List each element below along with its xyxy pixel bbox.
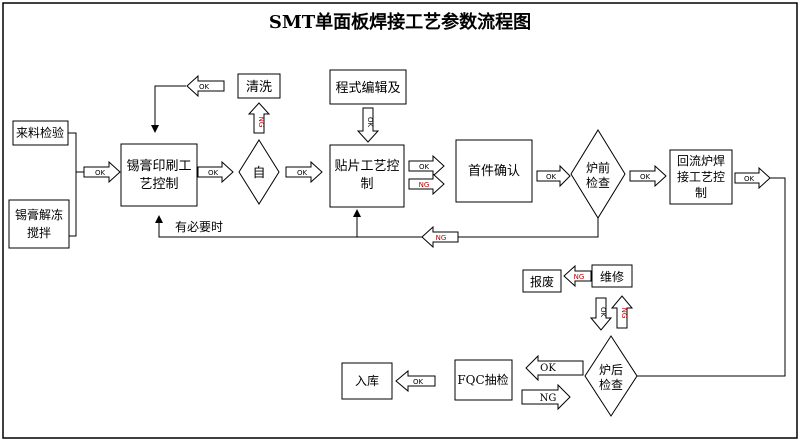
node-scrap — [522, 269, 562, 293]
node-reflow — [669, 149, 733, 205]
arrow-ok-to-print — [83, 160, 121, 184]
label-ok-placement: OK — [297, 169, 308, 177]
node-incoming-inspection — [12, 120, 69, 146]
node-placement-label-1: 贴片工艺控 — [334, 159, 399, 174]
arrow-ok-to-reflow — [629, 164, 667, 188]
node-cleaning — [237, 73, 281, 99]
label-ok-first-article: OK — [419, 163, 430, 171]
arrow-ok-from-program — [356, 107, 380, 143]
diamond-self-check — [238, 139, 280, 205]
arrow-ng-from-placement — [408, 172, 445, 196]
node-storage-label: 入库 — [355, 373, 379, 388]
arrow-ng-to-cleaning — [247, 102, 271, 134]
node-paste-print-label-2: 艺控制 — [139, 177, 178, 192]
node-first-article — [455, 139, 533, 203]
node-storage — [341, 362, 393, 400]
label-ok-program: OK — [366, 117, 374, 128]
label-ng-to-repair: NG — [620, 308, 628, 319]
label-ok-fqc: OK — [540, 363, 556, 374]
arrow-ng-from-fqc — [521, 383, 571, 411]
label-ok-storage: OK — [413, 378, 424, 386]
node-reflow-label-3: 制 — [695, 186, 707, 200]
label-ng-cleaning: NG — [257, 117, 265, 128]
diamond-self-check-label: 自 — [252, 166, 265, 181]
label-ok-self-check: OK — [208, 169, 219, 177]
arrow-ok-to-placement — [285, 160, 323, 184]
label-ng-return: NG — [436, 234, 447, 242]
node-reflow-label-1: 回流炉焊 — [677, 153, 725, 168]
arrow-ok-from-reflow — [734, 166, 771, 190]
diamond-pre-oven-label-1: 炉前 — [586, 160, 610, 175]
node-first-article-label: 首件确认 — [468, 164, 520, 179]
node-placement — [329, 144, 405, 208]
label-ng-fqc: NG — [540, 393, 557, 404]
label-when-needed: 有必要时 — [175, 220, 223, 234]
node-cleaning-label: 清洗 — [246, 80, 272, 95]
node-paste-thaw-label-1: 锡膏解冻 — [15, 207, 63, 222]
arrow-ok-to-self-check — [197, 160, 234, 184]
arrow-ok-to-pre-oven — [536, 164, 571, 188]
node-fqc — [454, 359, 513, 401]
arrow-ok-from-cleaning — [186, 74, 225, 98]
node-paste-thaw — [8, 199, 70, 249]
arrow-ok-to-fqc — [525, 354, 584, 382]
node-program-edit-label: 程式编辑及 — [335, 81, 400, 96]
node-placement-label-2: 制 — [360, 177, 373, 192]
diamond-post-oven — [584, 335, 638, 417]
label-ok-print: OK — [95, 169, 106, 177]
diamond-pre-oven-label-2: 检查 — [586, 175, 610, 190]
connector-lines — [68, 85, 786, 377]
node-paste-thaw-label-2: 搅拌 — [27, 225, 51, 240]
diamond-post-oven-label-1: 炉后 — [599, 363, 623, 377]
node-fqc-label: FQC抽检 — [457, 372, 508, 387]
node-incoming-inspection-label: 来料检验 — [16, 125, 64, 140]
label-ng-scrap: NG — [574, 273, 585, 281]
arrow-ng-return — [421, 225, 459, 249]
arrow-ng-to-scrap — [563, 264, 592, 288]
node-program-edit — [329, 69, 407, 105]
arrow-ok-from-repair — [589, 297, 613, 331]
node-scrap-label: 报废 — [530, 274, 554, 289]
label-ok-reflow: OK — [640, 173, 651, 181]
label-ok-repair: OK — [599, 307, 607, 318]
arrow-ng-to-repair — [610, 295, 634, 329]
node-reflow-label-2: 接工艺控 — [677, 169, 725, 184]
diamond-post-oven-label-2: 检查 — [599, 377, 623, 392]
node-repair — [591, 264, 633, 288]
node-paste-print — [120, 143, 198, 207]
label-ok-cleaning: OK — [199, 83, 210, 91]
label-ok-after-reflow: OK — [744, 175, 755, 183]
label-ok-pre-oven: OK — [546, 173, 557, 181]
node-repair-label: 维修 — [600, 269, 624, 284]
arrow-ok-to-first-article — [408, 154, 445, 178]
block-arrows — [83, 74, 771, 411]
node-paste-print-label-1: 锡膏印刷工 — [126, 158, 191, 174]
page-title: SMT单面板焊接工艺参数流程图 — [269, 11, 531, 33]
label-ng-placement: NG — [419, 181, 430, 189]
arrow-ok-to-storage — [395, 369, 436, 393]
